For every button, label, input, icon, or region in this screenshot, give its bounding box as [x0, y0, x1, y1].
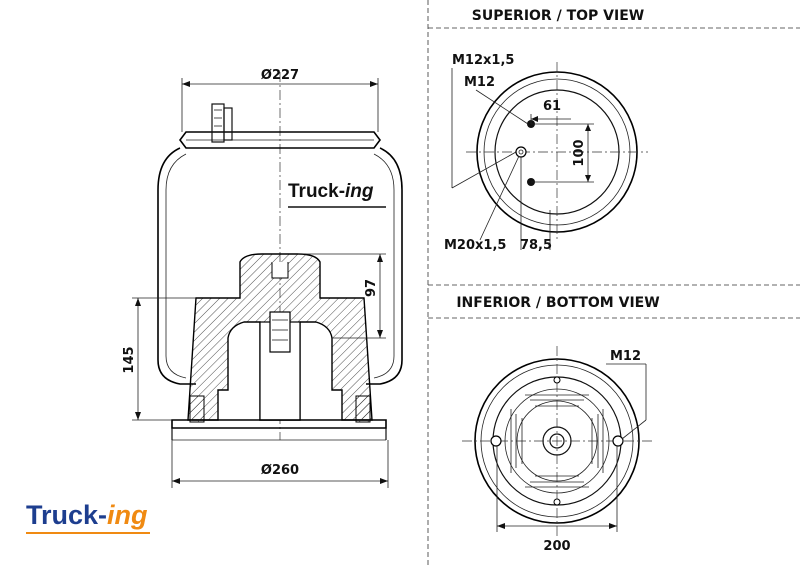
- dim-height: 145: [122, 346, 137, 373]
- bellows-right: [366, 147, 403, 385]
- dim-200: 200: [543, 539, 570, 554]
- label-m12x1-5: M12x1,5: [452, 53, 514, 68]
- label-m12: M12: [464, 75, 495, 90]
- label-m20x1-5: M20x1,5: [444, 238, 506, 253]
- section-dividers: [427, 0, 800, 565]
- base-bolt-left: [189, 395, 205, 423]
- dim-61: 61: [543, 99, 561, 114]
- dim-78-5: 78,5: [520, 238, 552, 253]
- dim-piston: 97: [364, 279, 379, 297]
- bottom-view-title: INFERIOR / BOTTOM VIEW: [456, 295, 659, 311]
- top-plate: [179, 131, 381, 149]
- base-bolt-right: [355, 395, 371, 423]
- label-bottom-m12: M12: [610, 349, 641, 364]
- dim-bottom-diameter: Ø260: [261, 463, 299, 478]
- bottom-hole-right: [612, 435, 624, 447]
- top-view-title: SUPERIOR / TOP VIEW: [472, 8, 644, 24]
- center-bolt: [269, 311, 291, 353]
- brand-logo: Truck-ing: [26, 500, 150, 534]
- bottom-hole-left: [490, 435, 502, 447]
- dim-100: 100: [572, 139, 587, 166]
- bellows-brand-label: Truck-ing: [288, 181, 374, 202]
- logo-text: Truck-ing: [26, 500, 148, 530]
- top-view: SUPERIOR / TOP VIEW 61 100 78,5 M12x1,5 …: [444, 8, 648, 253]
- bellows-left: [157, 147, 196, 385]
- side-view: Ø227 Ø260 145 97 Truck-ing: [122, 68, 403, 488]
- bottom-view: INFERIOR / BOTTOM VIEW 200 M12: [456, 295, 659, 554]
- dim-top-diameter: Ø227: [261, 68, 299, 83]
- top-hole-air: [515, 146, 527, 158]
